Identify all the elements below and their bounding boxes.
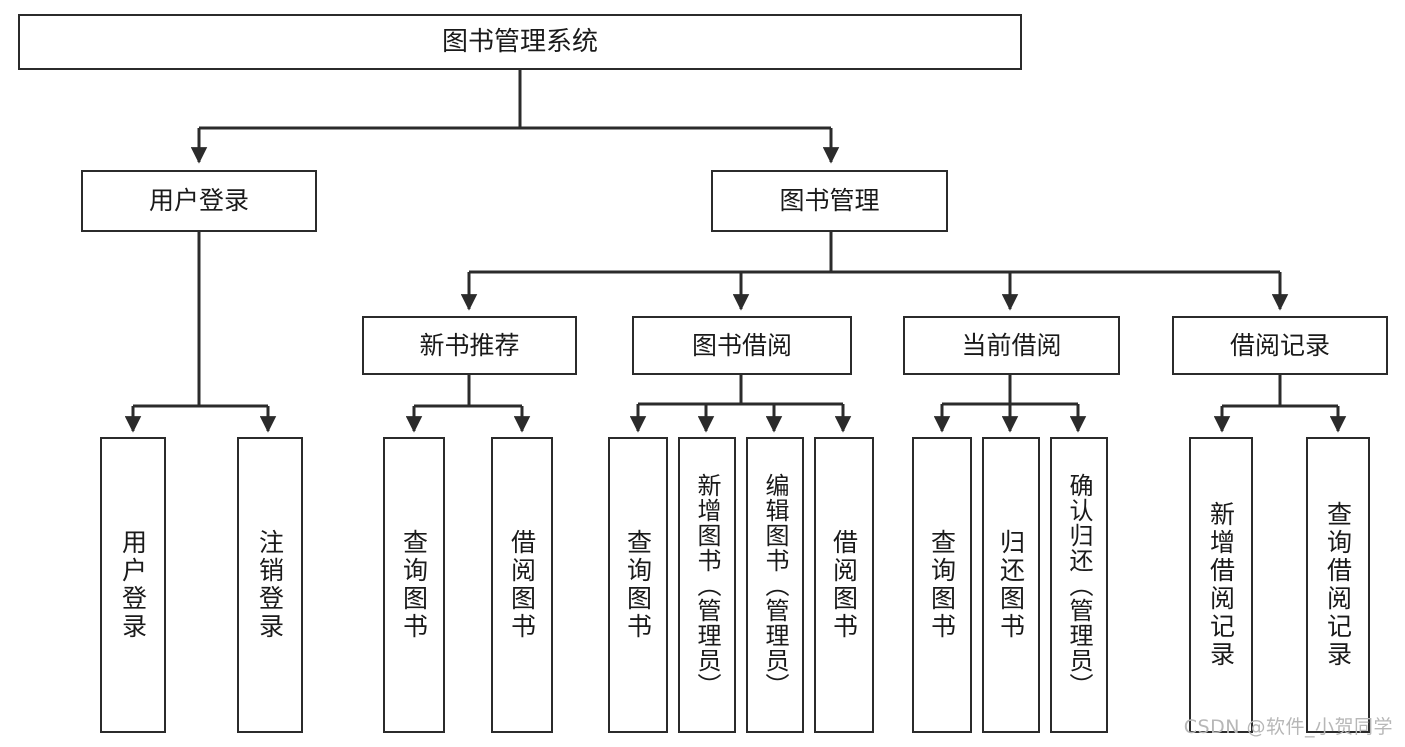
leaf-confirm-return[interactable]: 确认归还（管理员） [1050,437,1108,733]
node-label: 查询图书 [623,529,653,641]
node-label: 查询图书 [399,529,429,641]
node-current-borrow[interactable]: 当前借阅 [903,316,1120,375]
node-label: 注销登录 [255,529,285,641]
leaf-user-login[interactable]: 用户登录 [100,437,166,733]
leaf-query-borrow-record[interactable]: 查询借阅记录 [1306,437,1370,733]
node-label: 图书借阅 [691,330,792,360]
node-book-borrow[interactable]: 图书借阅 [632,316,852,375]
leaf-return-book[interactable]: 归还图书 [982,437,1040,733]
leaf-query-book-2[interactable]: 查询图书 [608,437,668,733]
leaf-add-borrow-record[interactable]: 新增借阅记录 [1189,437,1253,733]
node-label: 确认归还（管理员） [1065,472,1093,698]
node-book-management[interactable]: 图书管理 [711,170,948,232]
node-label: 图书管理系统 [441,26,598,57]
leaf-borrow-book-1[interactable]: 借阅图书 [491,437,553,733]
node-label: 借阅图书 [507,529,537,641]
node-label: 新增图书（管理员） [693,472,721,698]
node-label: 借阅图书 [829,529,859,641]
node-label: 新增借阅记录 [1206,501,1236,669]
node-borrow-record[interactable]: 借阅记录 [1172,316,1388,375]
node-label: 编辑图书（管理员） [761,472,789,698]
node-label: 用户登录 [148,186,249,216]
node-label: 归还图书 [996,529,1026,641]
node-label: 查询借阅记录 [1323,501,1353,669]
node-root-system[interactable]: 图书管理系统 [18,14,1022,70]
node-new-book-recommend[interactable]: 新书推荐 [362,316,577,375]
node-label: 查询图书 [927,529,957,641]
node-label: 图书管理 [779,186,880,216]
leaf-query-book-3[interactable]: 查询图书 [912,437,972,733]
node-user-login[interactable]: 用户登录 [81,170,317,232]
csdn-watermark: CSDN @软件_小贺同学 [1183,716,1393,738]
leaf-query-book-1[interactable]: 查询图书 [383,437,445,733]
node-label: 新书推荐 [419,330,520,360]
leaf-add-book[interactable]: 新增图书（管理员） [678,437,736,733]
node-label: 借阅记录 [1229,330,1330,360]
leaf-borrow-book-2[interactable]: 借阅图书 [814,437,874,733]
leaf-edit-book[interactable]: 编辑图书（管理员） [746,437,804,733]
leaf-logout-login[interactable]: 注销登录 [237,437,303,733]
node-label: 用户登录 [118,529,148,641]
node-label: 当前借阅 [961,330,1062,360]
